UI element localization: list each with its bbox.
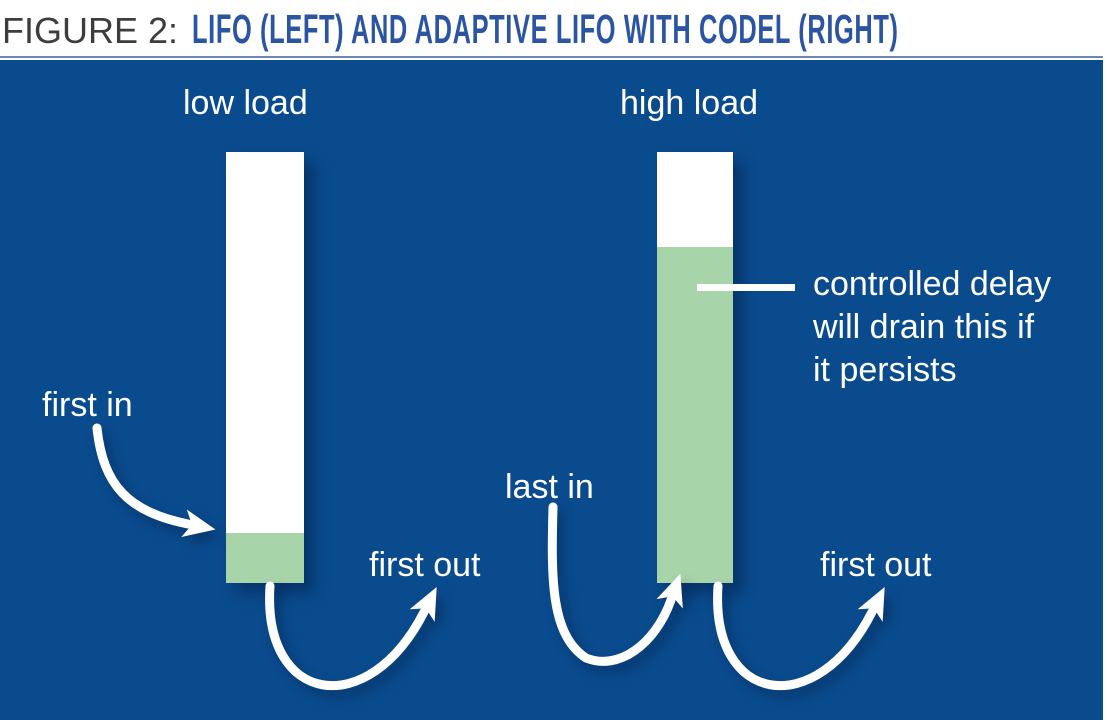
high-load-label: high load: [620, 84, 759, 122]
last-in-label: last in: [505, 468, 594, 506]
lifo-queue-bar: [226, 152, 304, 583]
controlled-delay-callout: controlled delay will drain this if it p…: [813, 263, 1051, 392]
first-out-arrow-left: [265, 581, 437, 690]
figure-title: FIGURE 2: LIFO (LEFT) AND ADAPTIVE LIFO W…: [2, 4, 1102, 54]
first-out-label-right: first out: [820, 546, 932, 584]
first-in-arrow: [92, 423, 216, 537]
callout-line-1: controlled delay: [813, 265, 1052, 303]
diagram-panel: low load high load controlled delay will…: [0, 60, 1103, 720]
title-divider-rule: [0, 56, 1103, 58]
flow-arrows: [92, 423, 885, 690]
figure-heading: LIFO (LEFT) AND ADAPTIVE LIFO WITH CODEL…: [192, 6, 899, 52]
first-out-arrow-right: [713, 581, 885, 690]
callout-line-3: it persists: [813, 351, 957, 389]
first-in-label: first in: [42, 386, 133, 424]
callout-line-2: will drain this if: [813, 308, 1035, 346]
first-out-label-left: first out: [369, 546, 481, 584]
figure-number-label: FIGURE 2:: [2, 10, 179, 51]
low-load-label: low load: [183, 84, 308, 122]
lifo-queue-occupancy-fill: [226, 533, 304, 583]
adaptive-lifo-queue-occupancy-fill: [657, 247, 733, 583]
last-in-arrow: [547, 502, 683, 666]
adaptive-lifo-queue-bar: [657, 152, 733, 583]
callout-pointer-line: [697, 284, 795, 291]
